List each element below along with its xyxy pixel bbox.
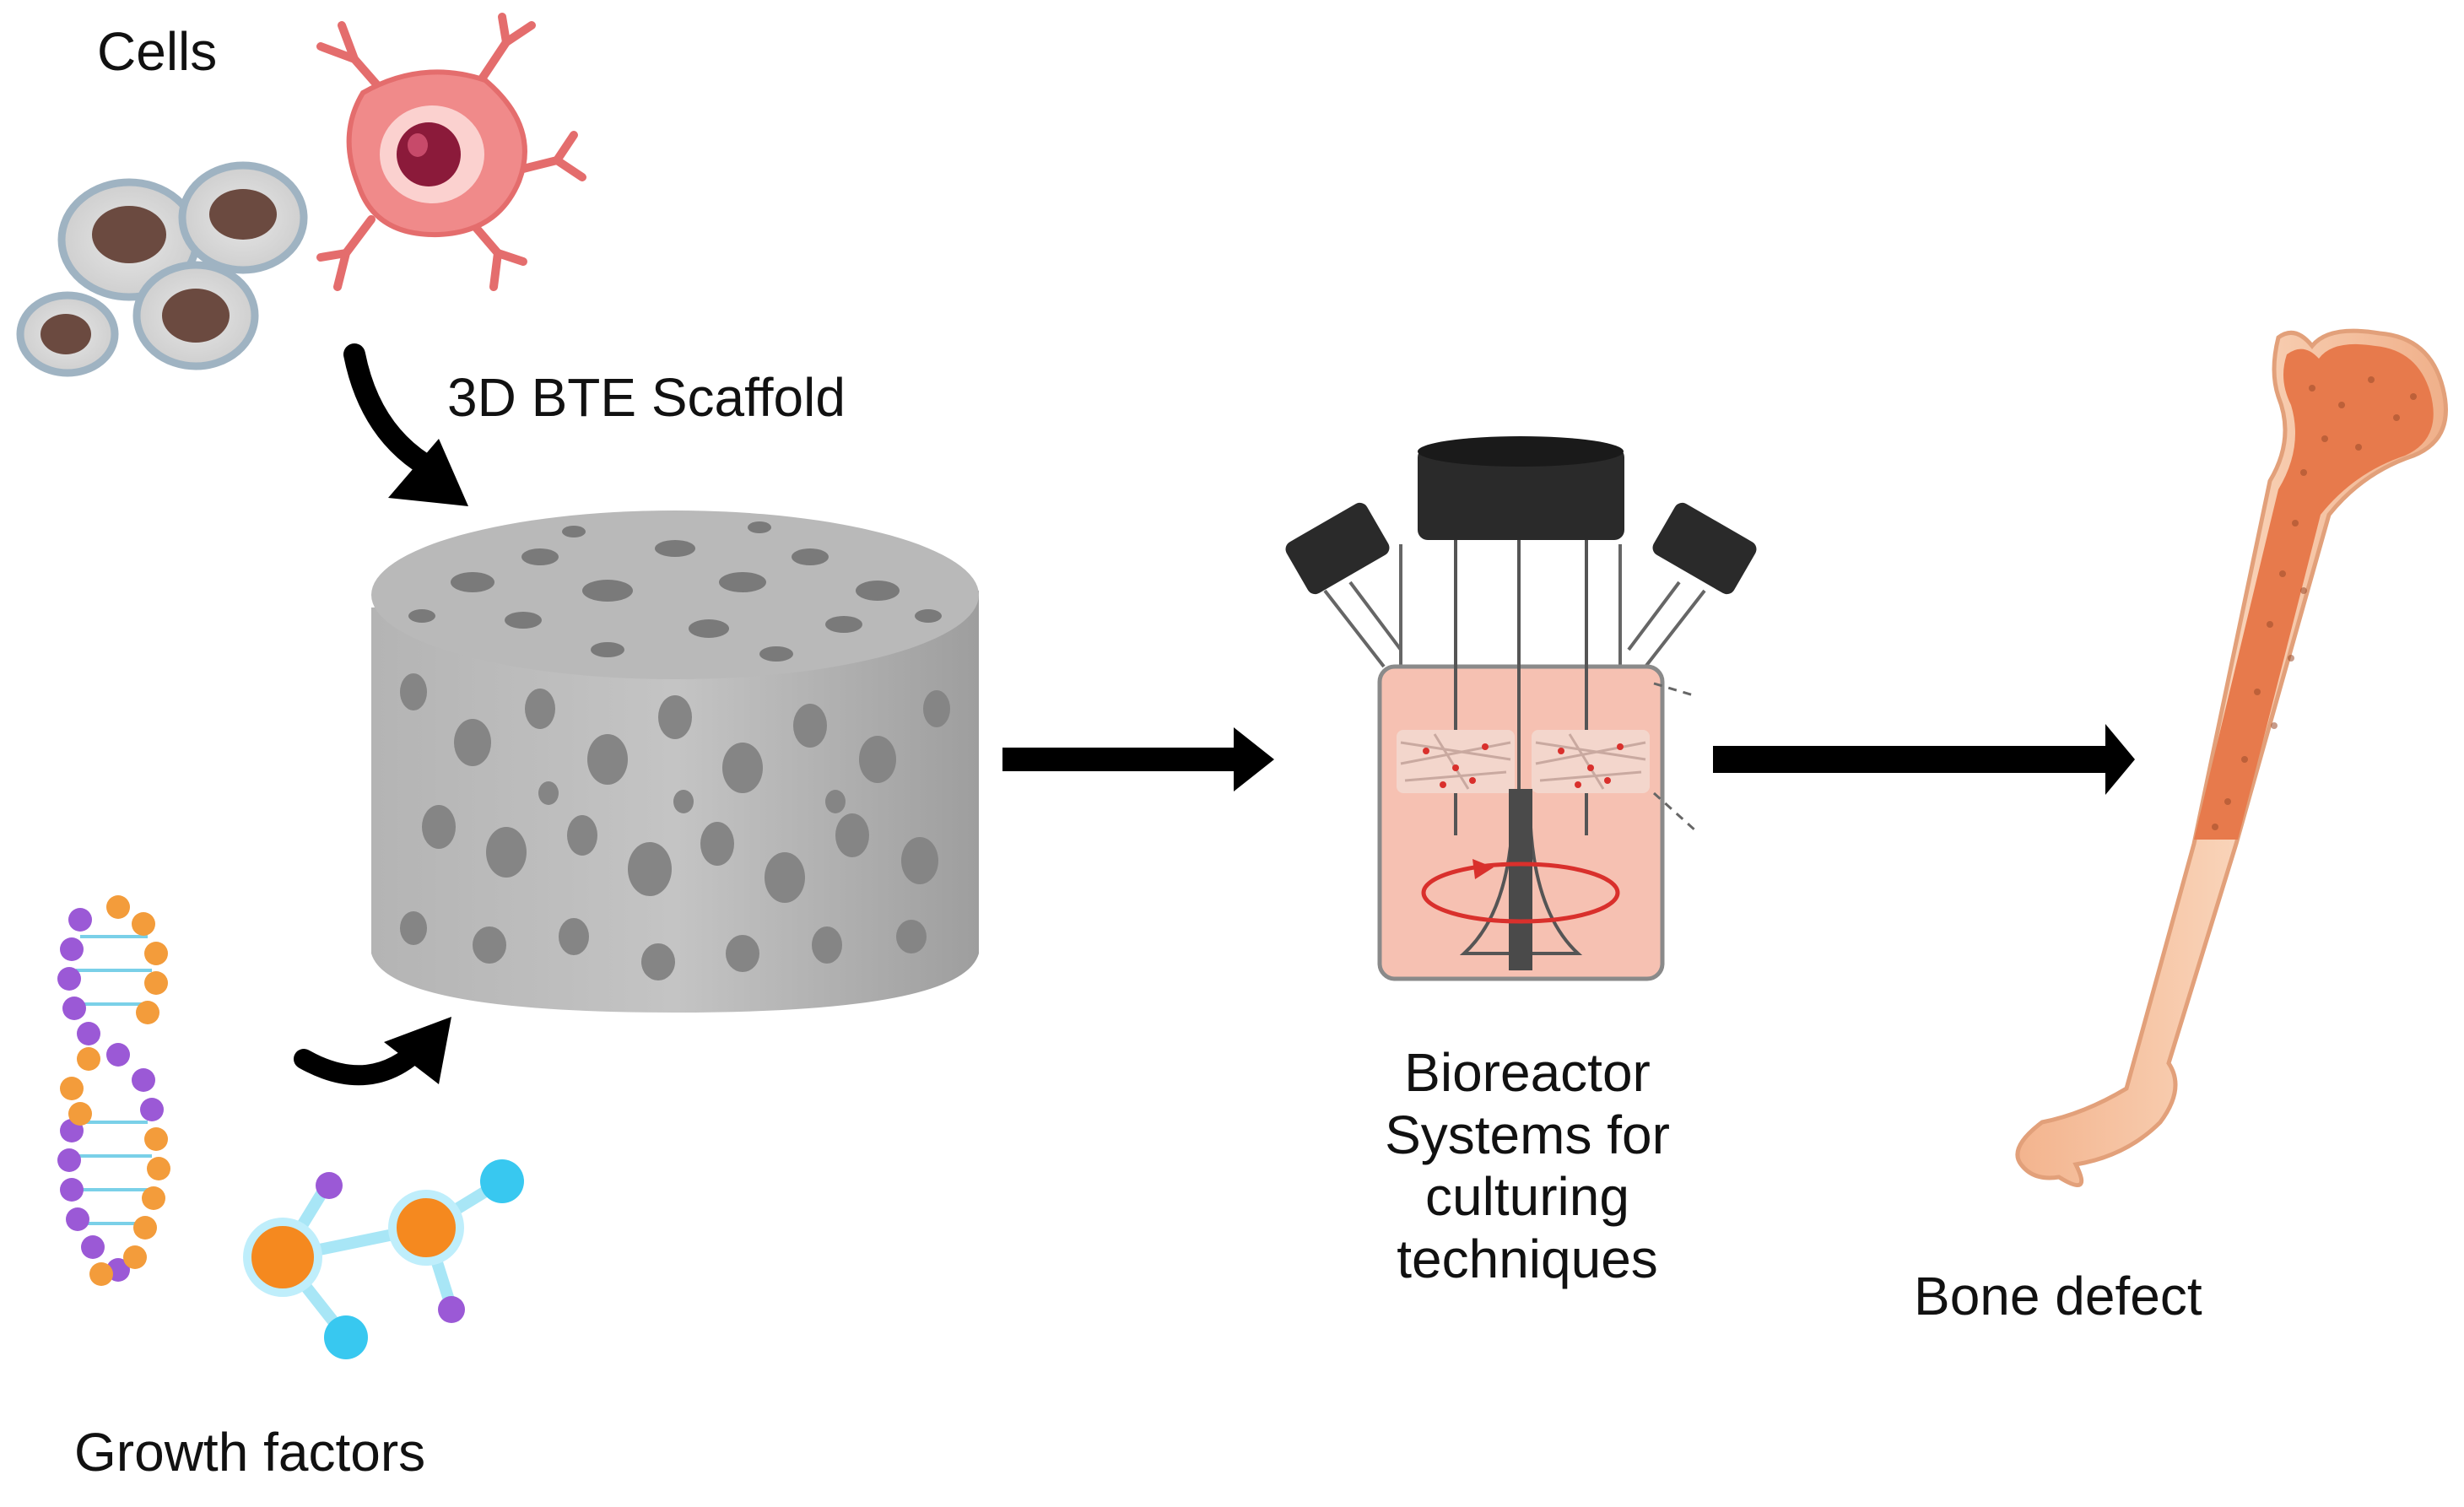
molecule-icon (243, 1159, 524, 1359)
label-scaffold: 3D BTE Scaffold (447, 367, 846, 428)
arrow-growth-factors-to-scaffold (294, 1017, 451, 1086)
label-bioreactor-line2: Systems for (1385, 1104, 1670, 1165)
scaffold-icon (371, 510, 979, 1013)
label-bioreactor-line1: Bioreactor (1404, 1042, 1651, 1103)
label-bone-defect: Bone defect (1914, 1266, 2202, 1326)
label-cells: Cells (97, 21, 218, 82)
tissue-construct-right (1532, 730, 1650, 793)
label-bioreactor-line3: culturing (1425, 1166, 1629, 1228)
cells-icon (16, 161, 308, 377)
stem-cell-icon (316, 13, 586, 291)
arrow-bioreactor-to-bone (1713, 724, 2135, 795)
bone-icon (2015, 328, 2448, 1187)
label-bioreactor: Bioreactor Systems for culturing techniq… (1359, 1042, 1696, 1290)
arrow-scaffold-to-bioreactor (1002, 727, 1274, 791)
label-growth-factors: Growth factors (74, 1422, 426, 1483)
arrow-cells-to-scaffold (343, 343, 468, 506)
bioreactor-icon (1285, 436, 1757, 981)
dna-icon (57, 895, 170, 1286)
label-bioreactor-line4: techniques (1397, 1228, 1658, 1289)
tissue-construct-left (1397, 730, 1515, 793)
